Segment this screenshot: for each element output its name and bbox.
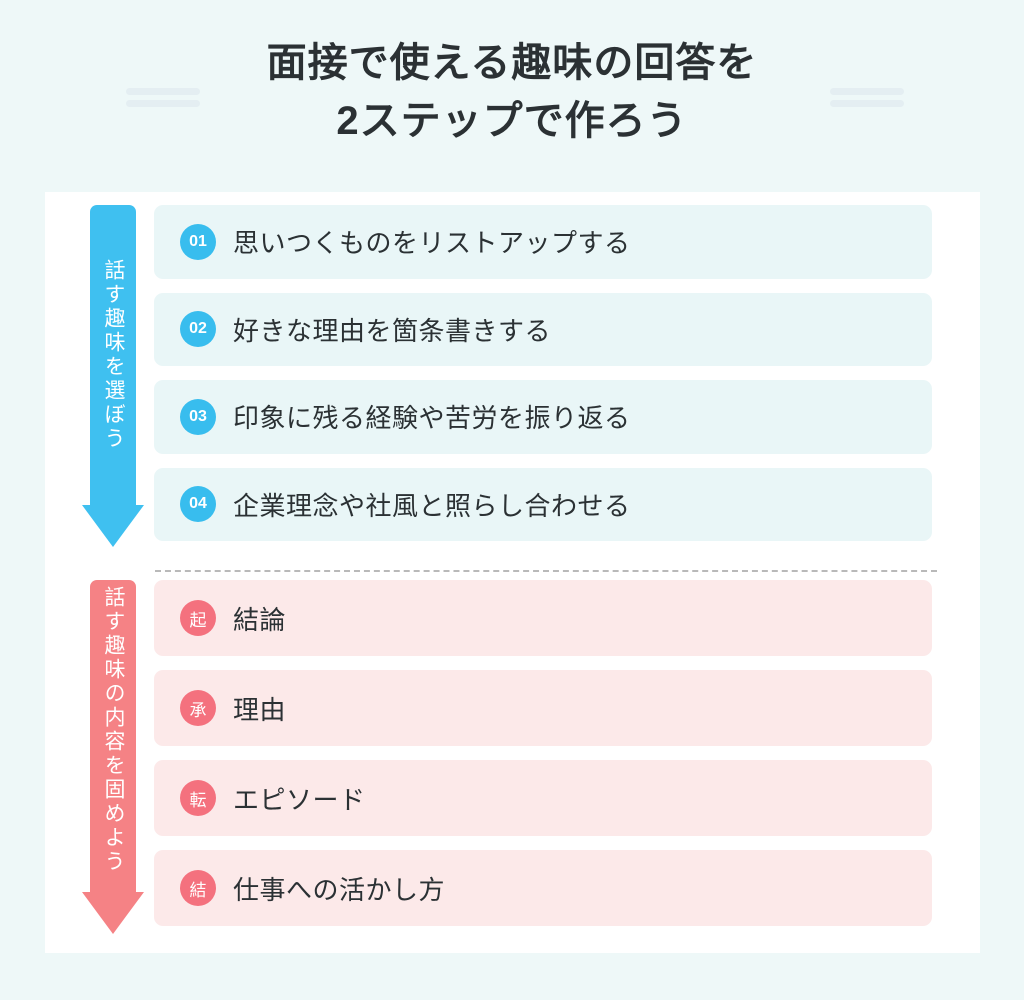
deco-line [126,100,200,107]
step-number-badge: 03 [180,398,216,435]
deco-line [126,88,200,95]
arrow-shaft [90,580,136,892]
step-kanji-badge: 結 [180,870,216,906]
decoration-lines-right [830,88,904,110]
list-item-label: 結論 [233,604,287,635]
step-number-badge: 01 [180,223,216,260]
arrow-shaft [90,205,136,505]
list-item[interactable]: 02 好きな理由を箇条書きする [154,292,932,366]
section-divider [155,570,937,572]
step-kanji-badge: 承 [180,690,216,726]
page-title: 面接で使える趣味の回答を 2ステップで作ろう [0,34,1024,150]
arrow-head-icon [82,892,144,934]
steps-card: 話す趣味を選ぼう 01 思いつくものをリストアップする 02 好きな理由を箇条書… [45,192,980,953]
section-step-1: 話す趣味を選ぼう 01 思いつくものをリストアップする 02 好きな理由を箇条書… [45,205,980,555]
step-number-badge: 04 [180,486,216,523]
list-item-label: エピソード [233,784,366,815]
list-item[interactable]: 01 思いつくものをリストアップする [154,205,932,279]
section-step-2: 話す趣味の内容を固めよう 起 結論 承 理由 転 エピソード 結 仕事への活かし… [45,580,980,940]
step-2-arrow: 話す趣味の内容を固めよう [82,580,144,940]
arrow-head-icon [82,505,144,547]
list-item-label: 企業理念や社風と照らし合わせる [233,490,631,521]
deco-line [830,88,904,95]
deco-line [830,100,904,107]
list-item[interactable]: 結 仕事への活かし方 [154,850,932,926]
list-item[interactable]: 03 印象に残る経験や苦労を振り返る [154,380,932,454]
title-line-1: 面接で使える趣味の回答を [266,41,758,85]
title-line-2: 2ステップで作ろう [336,99,688,143]
list-item[interactable]: 04 企業理念や社風と照らし合わせる [154,467,932,541]
list-item[interactable]: 転 エピソード [154,760,932,836]
list-item[interactable]: 起 結論 [154,580,932,656]
list-item-label: 思いつくものをリストアップする [233,228,631,259]
list-item-label: 仕事への活かし方 [233,874,446,905]
step-number-badge: 02 [180,311,216,348]
decoration-lines-left [126,88,200,110]
list-item-label: 理由 [233,694,287,725]
step-1-arrow: 話す趣味を選ぼう [82,205,144,555]
list-item-label: 印象に残る経験や苦労を振り返る [233,403,631,434]
list-item[interactable]: 承 理由 [154,670,932,746]
step-2-arrow-label: 話す趣味の内容を固めよう [102,586,125,874]
step-kanji-badge: 転 [180,780,216,816]
list-item-label: 好きな理由を箇条書きする [233,315,552,346]
step-1-row-list: 01 思いつくものをリストアップする 02 好きな理由を箇条書きする 03 印象… [154,205,932,555]
step-1-arrow-label: 話す趣味を選ぼう [102,259,125,451]
step-kanji-badge: 起 [180,600,216,636]
step-2-row-list: 起 結論 承 理由 転 エピソード 結 仕事への活かし方 [154,580,932,940]
